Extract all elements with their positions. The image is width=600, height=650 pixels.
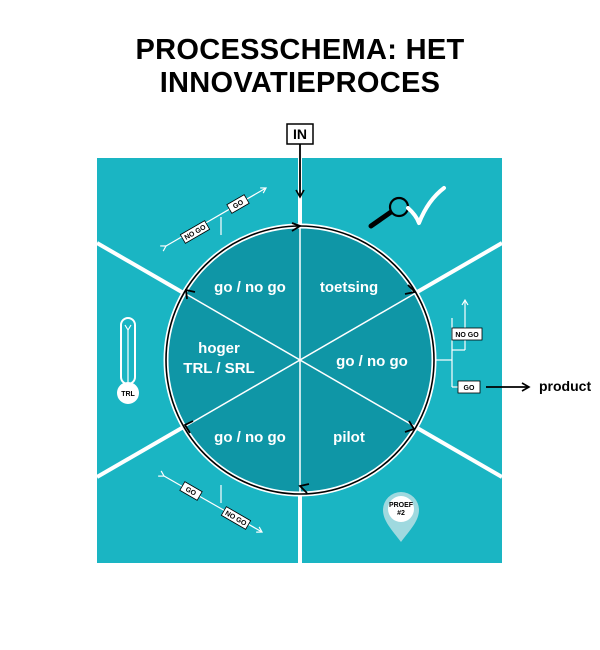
location-pin-icon: PROEF #2: [383, 492, 419, 542]
input-label: IN: [293, 126, 307, 142]
tag-box-go-right: [457, 380, 481, 394]
segment-label-left-line1: hoger: [198, 340, 240, 357]
decision-top-left: NO GO GO: [160, 187, 268, 252]
segment-label-top-left: go / no go: [214, 279, 286, 296]
segment-label-left-line2: TRL / SRL: [183, 360, 254, 377]
tag-go-top-left: GO: [232, 199, 245, 211]
pin-label-line1: PROEF: [389, 502, 414, 509]
tag-box-no-go-right: [451, 327, 483, 341]
tag-go-bottom-left: GO: [184, 486, 197, 498]
segment-label-right: go / no go: [336, 353, 408, 370]
segment-label-bottom-right: pilot: [333, 429, 365, 446]
output-label: product: [539, 378, 591, 394]
pin-label-line2: #2: [397, 510, 405, 517]
thermometer-icon: TRL: [117, 317, 139, 404]
tag-no-go-right: NO GO: [455, 332, 479, 339]
page-title: PROCESSCHEMA: HET INNOVATIEPROCES: [135, 34, 465, 99]
segment-label-bottom-left: go / no go: [214, 429, 286, 446]
disc-dividers: [185, 228, 415, 492]
thermometer-label: TRL: [121, 391, 135, 398]
segment-label-top-right: toetsing: [320, 279, 378, 296]
ring-arrows: [183, 222, 417, 494]
checkmark-icon: [406, 186, 446, 225]
tag-go-right: GO: [464, 385, 475, 392]
